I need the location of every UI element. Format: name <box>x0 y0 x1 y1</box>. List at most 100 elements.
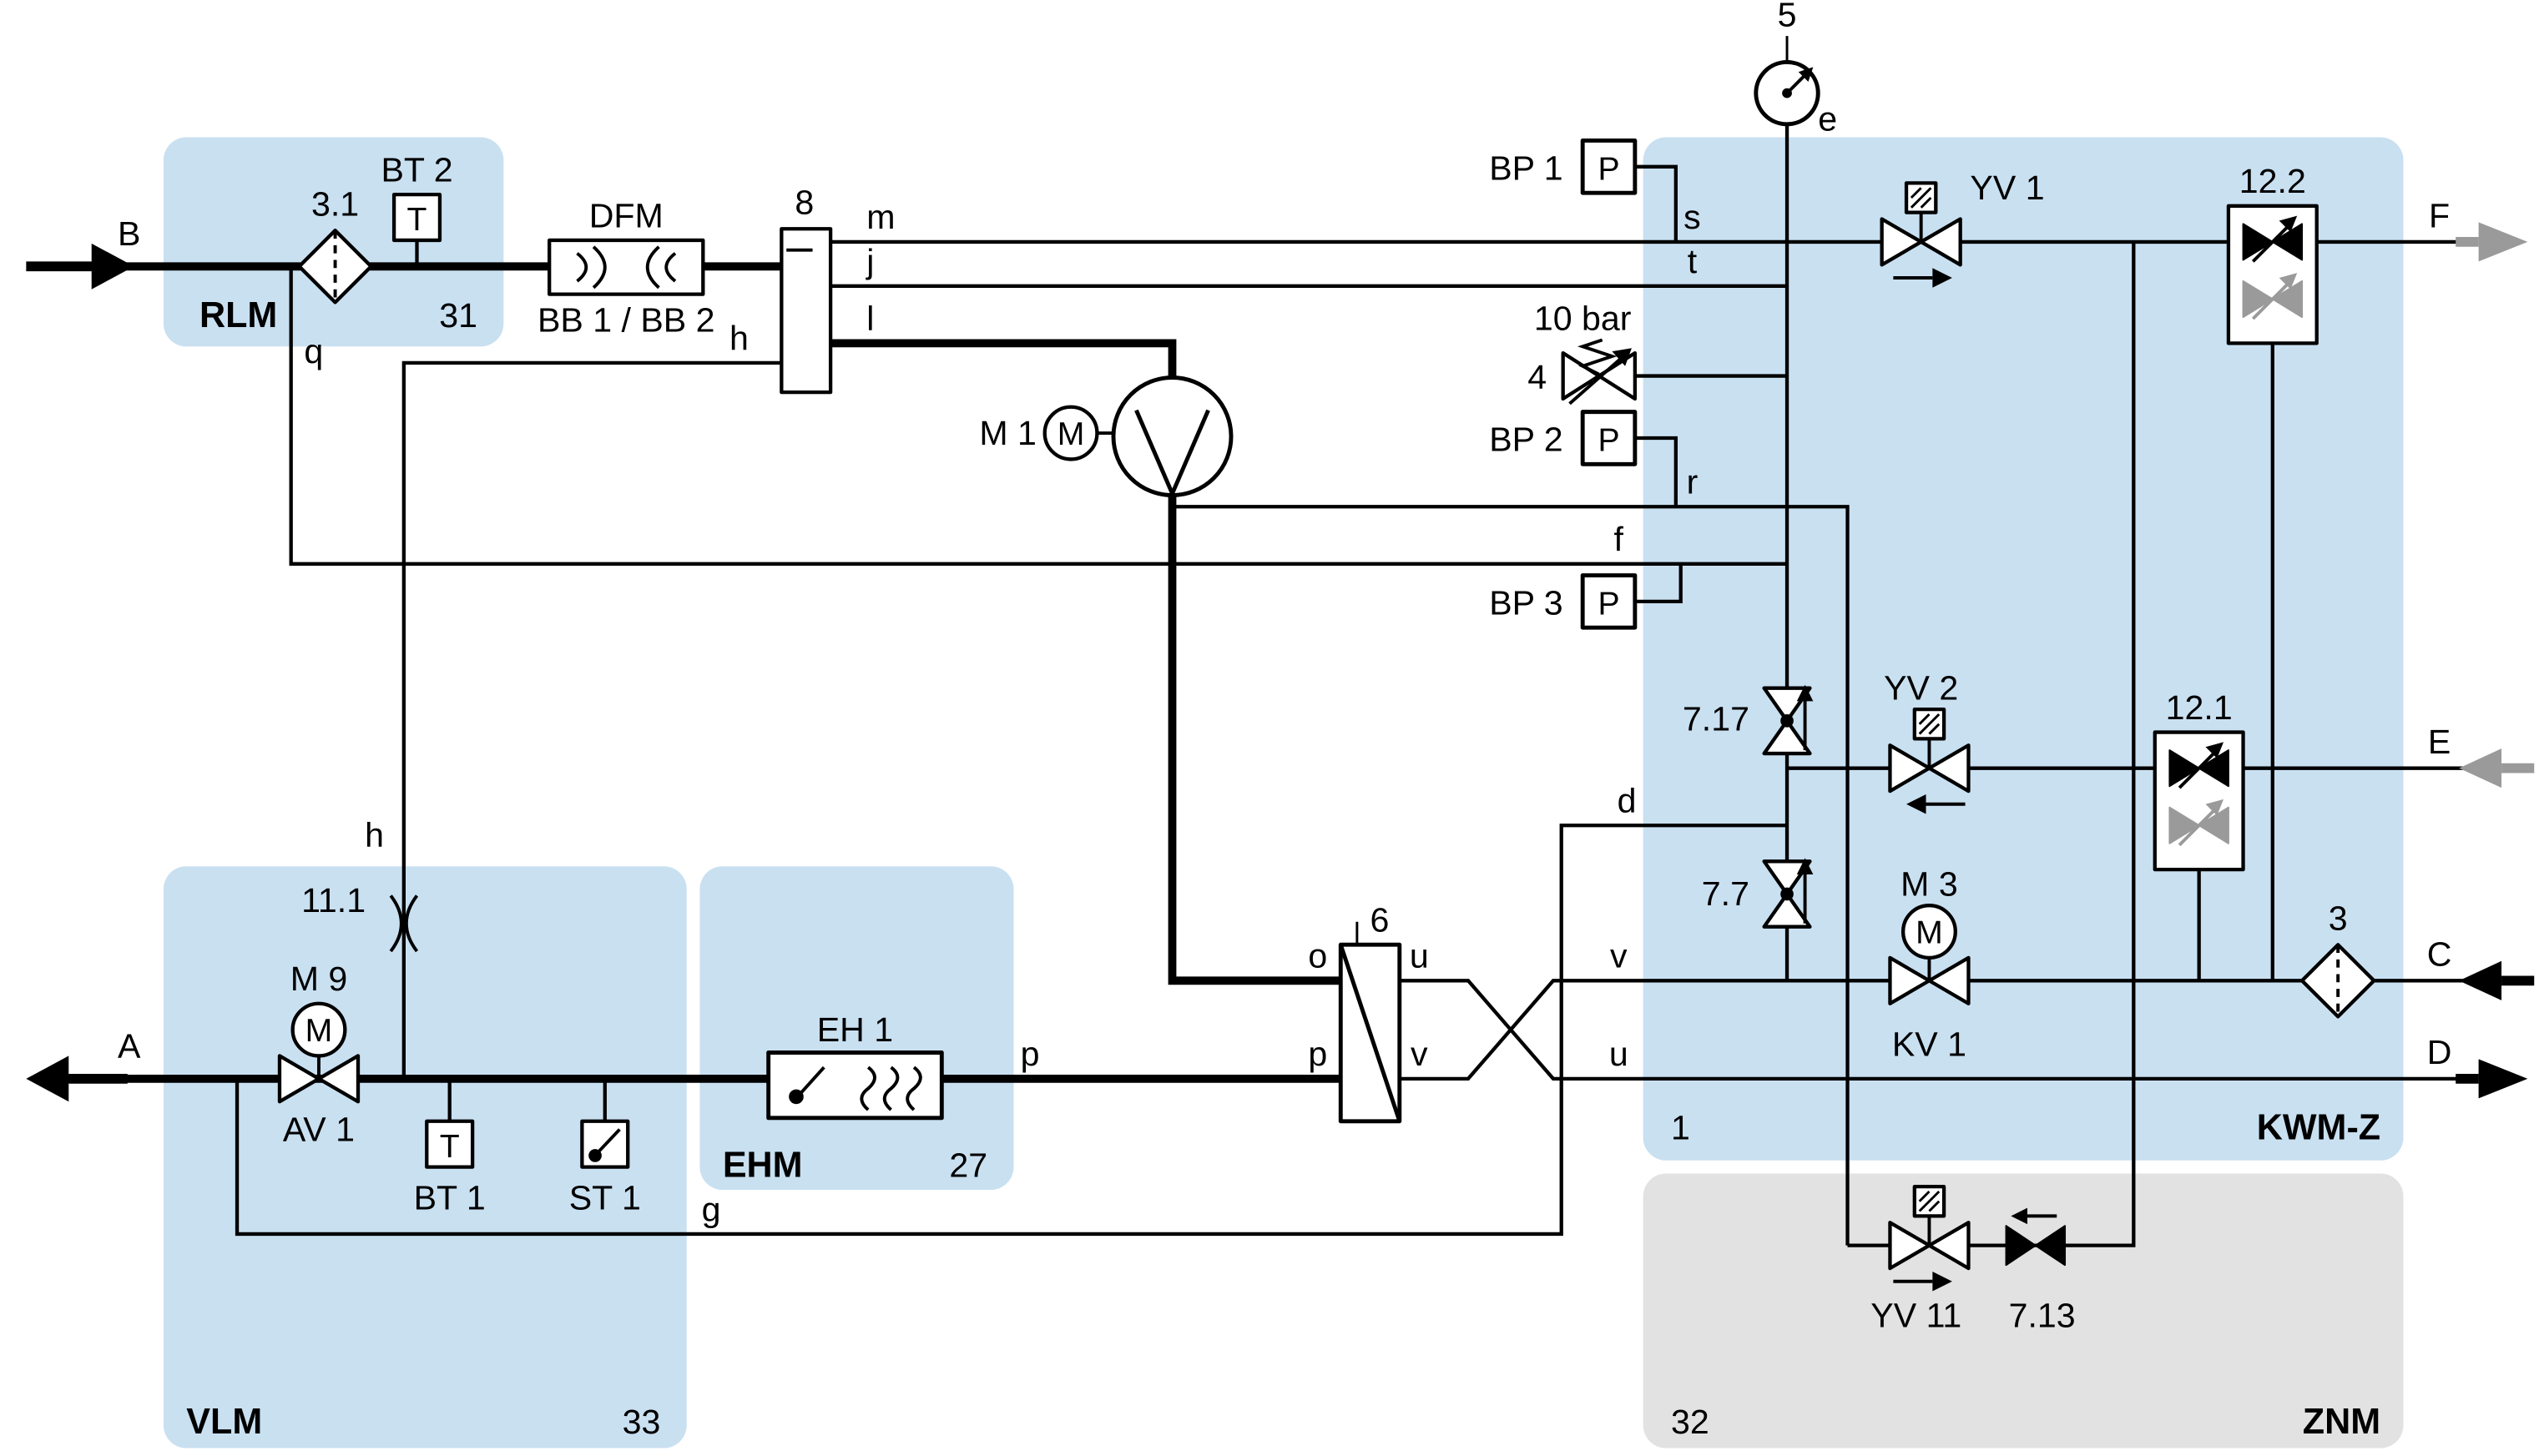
heat-exchanger-6: 6 <box>1338 901 1402 1124</box>
gauge5-label: 5 <box>1778 0 1797 33</box>
a121-label: 12.1 <box>2166 688 2233 727</box>
valve-body-right <box>1927 1221 1971 1271</box>
eh1-label: EH 1 <box>817 1010 893 1049</box>
hx-port-v: v <box>1411 1035 1428 1073</box>
pipe-bp2-tap <box>1634 436 1678 507</box>
heat-exchanger-divider <box>1338 944 1402 1122</box>
line-label-m: m <box>866 198 895 236</box>
line-label-r: r <box>1687 463 1699 501</box>
st1-label: ST 1 <box>569 1179 641 1217</box>
port-f-arrow-icon <box>2478 222 2528 262</box>
yv11-label: YV 11 <box>1870 1297 1961 1335</box>
bt1-label: BT 1 <box>414 1179 486 1217</box>
line-label-l: l <box>866 300 874 338</box>
region-vlm-number: 33 <box>623 1403 661 1441</box>
region-kwmz-number: 1 <box>1671 1108 1690 1146</box>
bp3-label: BP 3 <box>1489 584 1562 622</box>
vessel-8: 8 <box>780 184 833 395</box>
hx6-label: 6 <box>1370 901 1390 940</box>
pipe-instrument-stems <box>415 239 607 1121</box>
regions: RLM 31 VLM 33 EHM 27 1 KWM-Z 32 ZNM <box>163 137 2404 1448</box>
kv1-label: KV 1 <box>1892 1025 1966 1063</box>
line-label-s: s <box>1683 198 1701 236</box>
v77-label: 7.7 <box>1702 874 1749 913</box>
hx-port-p: p <box>1308 1035 1327 1073</box>
bt2-label: BT 2 <box>381 150 452 189</box>
region-vlm-name: VLM <box>186 1402 262 1442</box>
hx-port-u: u <box>1410 937 1429 975</box>
valve-7-7: 7.7 <box>1702 858 1814 929</box>
pump-icon <box>1111 375 1234 497</box>
valve-yv2: YV 2 <box>1884 668 1971 814</box>
thermostat-sensor-icon <box>580 1119 630 1169</box>
assembly-frame <box>2226 204 2319 345</box>
pipe-g-d <box>235 824 1788 1237</box>
ultrasound-wave-left-icon <box>576 245 607 290</box>
port-b-label: B <box>118 214 140 253</box>
label-leaders <box>1355 36 1789 945</box>
port-d-label: D <box>2427 1033 2452 1071</box>
yv2-label: YV 2 <box>1884 668 1958 707</box>
region-kwmz-name: KWM-Z <box>2257 1107 2380 1147</box>
port-d-arrow-icon <box>2478 1059 2528 1099</box>
pipe-r <box>1172 505 1850 1246</box>
region-znm-name: ZNM <box>2303 1402 2380 1442</box>
valve-body-right <box>1927 743 1971 793</box>
av1-label: AV 1 <box>283 1110 355 1148</box>
line-label-g: g <box>702 1190 721 1228</box>
vessel-body <box>780 227 833 395</box>
relief4-label: 4 <box>1527 358 1547 396</box>
flow-meter-dfm: DFM BB 1 / BB 2 <box>538 196 715 339</box>
a122-label: 12.2 <box>2239 162 2306 200</box>
sensor-bt1: T BT 1 <box>414 1119 486 1217</box>
c111-label: 11.1 <box>301 881 366 919</box>
region-ehm-number: 27 <box>949 1146 987 1184</box>
bb-label: BB 1 / BB 2 <box>538 301 715 340</box>
line-labels: m j l h h q s t r f d g e p o p u v v u <box>304 100 1837 1229</box>
pipe-q-f <box>289 266 1788 566</box>
bp3-symbol: P <box>1598 587 1619 622</box>
region-znm-number: 32 <box>1671 1403 1709 1441</box>
port-c-arrow-icon <box>2459 960 2502 1000</box>
port-a-label: A <box>118 1026 141 1065</box>
flow-meter-body <box>548 238 705 296</box>
pipe-bp3-tap <box>1634 563 1683 604</box>
valve-yv1: YV 1 <box>1880 169 2045 288</box>
m9-label: M 9 <box>290 960 348 998</box>
check-valve-icon <box>2005 1225 2037 1267</box>
filter-3: 3 <box>2299 899 2376 1019</box>
relief-valve-4: 10 bar 4 <box>1527 300 1638 406</box>
valve-body-bottom <box>1762 718 1812 756</box>
port-e-arrow-icon <box>2459 748 2502 788</box>
filter-3-1-label: 3.1 <box>311 185 359 224</box>
valve-av1: M M 9 AV 1 <box>277 960 361 1148</box>
line-label-f: f <box>1614 520 1624 558</box>
relief-valve-body <box>1561 350 1601 401</box>
pressure-sensor-icon <box>1580 573 1638 630</box>
bp1-symbol: P <box>1598 151 1619 187</box>
motor-icon <box>290 1001 347 1058</box>
bp2-label: BP 2 <box>1489 421 1562 459</box>
relief-arrow <box>1568 353 1627 406</box>
port-e-label: E <box>2428 723 2451 761</box>
valve-body-left <box>1880 217 1923 267</box>
check-valve-active-icon <box>2242 223 2274 261</box>
m3-label: M 3 <box>1900 864 1958 903</box>
region-rlm-name: RLM <box>199 295 277 335</box>
valve-body-left <box>277 1054 321 1104</box>
pump-m1: M M 1 <box>979 375 1234 497</box>
motor-icon <box>1042 405 1099 461</box>
coupling-icon <box>389 894 403 953</box>
line-label-u: u <box>1609 1035 1628 1073</box>
valve-body-left <box>1888 743 1931 793</box>
valve-body-right <box>316 1054 361 1104</box>
pipe-hx-v-c <box>1399 979 2469 1081</box>
valve-body-right <box>1919 217 1962 267</box>
bp2-symbol: P <box>1598 423 1619 459</box>
heating-coil-icon <box>860 1066 922 1111</box>
coupling-11-1: 11.1 <box>301 881 419 953</box>
pipe-h <box>401 360 782 1079</box>
filter3-label: 3 <box>2329 899 2348 938</box>
valve-body-top <box>1762 859 1812 896</box>
